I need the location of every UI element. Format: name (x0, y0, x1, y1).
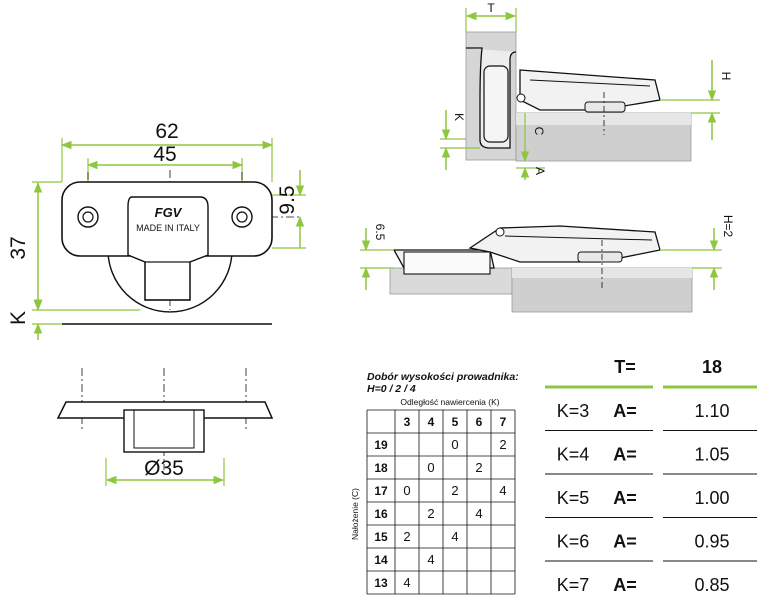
ka-row-k: K=5 (557, 488, 590, 508)
dim-9-5-label: 9.5 (276, 185, 299, 214)
grid-col-label: 7 (500, 415, 507, 429)
grid-cell-value: 4 (499, 483, 506, 498)
grid-col-label: 5 (452, 415, 459, 429)
ka-row-a: A= (613, 532, 637, 552)
ka-row-value: 0.95 (694, 532, 729, 552)
grid-cell-value: 2 (451, 483, 458, 498)
ka-row-k: K=7 (557, 575, 590, 595)
ka-row-k: K=4 (557, 445, 590, 465)
grid-col-label: 3 (404, 415, 411, 429)
dim-A-label: A (533, 167, 547, 175)
grid-row-label: 14 (374, 553, 388, 567)
grid-row-label: 16 (374, 507, 388, 521)
grid-cell-value: 4 (475, 506, 482, 521)
dim-62-label: 62 (155, 120, 178, 143)
dim-K-label: K (7, 311, 30, 325)
ka-row-value: 1.05 (694, 445, 729, 465)
ka-row-a: A= (613, 401, 637, 421)
grid-cell-value: 4 (403, 575, 410, 590)
made-in-label: MADE IN ITALY (136, 223, 200, 233)
grid-col-label: 6 (476, 415, 483, 429)
ka-row-value: 1.10 (694, 401, 729, 421)
ka-row-a: A= (613, 445, 637, 465)
grid-cell-value: 2 (427, 506, 434, 521)
adjust-table-title: Dobór wysokości prowadnika: (367, 371, 519, 383)
adjust-table-subtitle: H=0 / 2 / 4 (367, 383, 416, 395)
grid-cell-value: 4 (451, 529, 458, 544)
diameter-label: Ø35 (144, 457, 184, 480)
grid-cell-value: 2 (403, 529, 410, 544)
ka-row-value: 0.85 (694, 575, 729, 595)
grid-row-label: 13 (374, 576, 388, 590)
ka-row-k: K=3 (557, 401, 590, 421)
dim-H-label: H (719, 72, 733, 81)
grid-cell-value: 4 (427, 552, 434, 567)
adjust-table-col-header: Odległość nawiercenia (K) (400, 397, 499, 407)
grid-row-label: 15 (374, 530, 388, 544)
grid-col-label: 4 (428, 415, 435, 429)
dim-6-5-label: 6.5 (373, 224, 387, 241)
hinge-side-view-closed: T H K C A (440, 1, 733, 180)
ka-header-right: 18 (702, 357, 722, 377)
adjust-table: Dobór wysokości prowadnika: H=0 / 2 / 4 … (350, 371, 519, 595)
ka-row-a: A= (613, 575, 637, 595)
ka-header-left: T= (614, 357, 636, 377)
ka-row-value: 1.00 (694, 488, 729, 508)
dim-45-label: 45 (153, 143, 176, 166)
dim-37-label: 37 (7, 236, 30, 259)
grid-cell-value: 0 (451, 437, 458, 452)
hinge-front-view: Ø35 (56, 368, 274, 486)
grid-cell-value: 2 (499, 437, 506, 452)
brand-logo: FGV (155, 205, 183, 220)
dim-C-label: C (532, 127, 546, 136)
grid-cell-value: 0 (427, 460, 434, 475)
grid-row-label: 19 (374, 438, 388, 452)
dim-T-label: T (487, 1, 495, 15)
ka-row-k: K=6 (557, 532, 590, 552)
grid-cell-value: 2 (475, 460, 482, 475)
dim-K-side-label: K (452, 113, 466, 121)
grid-row-label: 18 (374, 461, 388, 475)
grid-cell-value: 0 (403, 483, 410, 498)
ka-row-a: A= (613, 488, 637, 508)
hinge-side-view-mounting: 6.5 H=2 (360, 215, 735, 313)
grid-row-label: 17 (374, 484, 388, 498)
hinge-top-view: 62 45 FGV MADE IN ITALY 9.5 (7, 120, 306, 340)
dim-H2-label: H=2 (721, 215, 735, 238)
adjust-table-row-header: Nałożenie (C) (350, 488, 360, 540)
